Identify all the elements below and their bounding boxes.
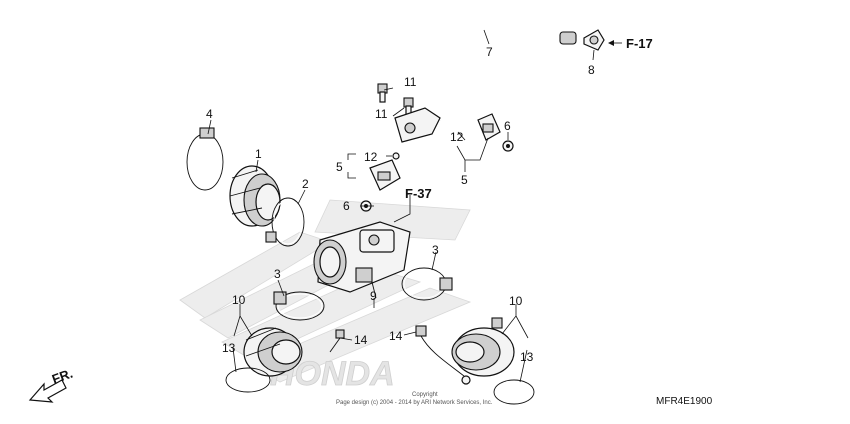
o-ring-right-part-13 xyxy=(493,379,535,405)
callout-3-right: 3 xyxy=(432,243,439,257)
callout-11-top: 11 xyxy=(404,75,417,89)
callout-7: 7 xyxy=(486,45,493,59)
callout-9: 9 xyxy=(370,289,377,303)
callout-2: 2 xyxy=(302,177,309,191)
copyright-line-2: Page design (c) 2004 - 2014 by ARI Netwo… xyxy=(336,400,493,406)
callout-6-right: 6 xyxy=(504,119,511,133)
callout-10-right: 10 xyxy=(509,294,523,308)
band-part-2 xyxy=(265,197,305,247)
callout-3-left: 3 xyxy=(274,267,281,281)
callout-13-left: 13 xyxy=(222,341,236,355)
callout-numbers: 1 2 3 3 4 5 5 6 6 7 8 9 10 10 11 11 12 1… xyxy=(206,45,595,364)
callout-5-right: 5 xyxy=(461,173,468,187)
callout-12-left: 12 xyxy=(364,150,378,164)
throttle-body xyxy=(313,221,411,299)
callout-14-right: 14 xyxy=(389,329,403,343)
reference-f37: F-37 xyxy=(405,186,432,201)
clamp-right-part-3 xyxy=(401,267,453,301)
diagram-code: MFR4E1900 xyxy=(656,396,713,407)
o-ring-left-part-13 xyxy=(225,367,271,393)
honda-wing-watermark: HONDA xyxy=(179,199,472,393)
front-direction-arrow: FR. xyxy=(28,366,75,403)
reference-f17: F-17 xyxy=(626,36,653,51)
fuel-hose-part-7 xyxy=(418,20,581,121)
direction-label: FR. xyxy=(50,366,75,387)
hose-clip-part-8 xyxy=(583,29,605,51)
callout-5-left: 5 xyxy=(336,160,343,174)
callout-10-left: 10 xyxy=(232,293,246,307)
band-clamp-part-4 xyxy=(186,127,224,191)
insulator-right-part-10 xyxy=(451,317,515,377)
callout-13-right: 13 xyxy=(520,350,534,364)
sensor-right-part-14 xyxy=(415,325,471,385)
leader-lines xyxy=(207,29,622,383)
fuel-rail-joint xyxy=(394,107,441,143)
clamp-left-part-3 xyxy=(273,291,325,321)
callout-14-left: 14 xyxy=(354,333,368,347)
copyright-line-1: Copyright xyxy=(412,392,438,398)
callout-1: 1 xyxy=(255,147,262,161)
callout-12-right: 12 xyxy=(450,130,464,144)
insulator-left-part-10 xyxy=(243,327,303,377)
callout-8: 8 xyxy=(588,63,595,77)
callout-6-left: 6 xyxy=(343,199,350,213)
fuel-injector-left-part-5 xyxy=(360,152,401,212)
callout-4: 4 xyxy=(206,107,213,121)
callout-11-bottom: 11 xyxy=(375,107,388,121)
fuel-injector-right-part-5 xyxy=(477,113,514,152)
